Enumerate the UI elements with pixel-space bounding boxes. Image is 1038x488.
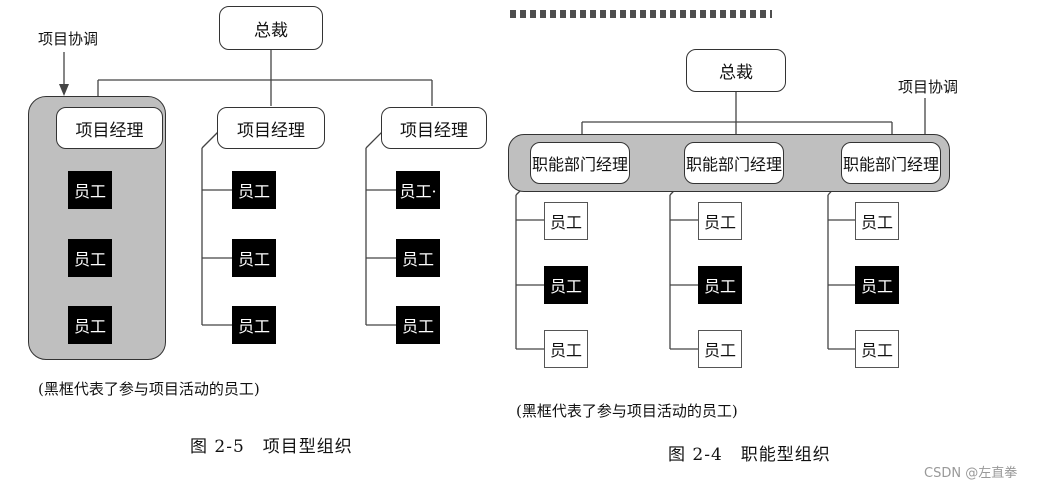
- functional-manager-box: 职能部门经理: [684, 142, 784, 184]
- project-manager-box: 项目经理: [217, 107, 325, 149]
- employee-box-active: 员工: [396, 239, 440, 277]
- legend-note: (黑框代表了参与项目活动的员工): [38, 380, 260, 398]
- employee-box-active: 员工: [396, 306, 440, 344]
- arrow-down-icon: [59, 84, 69, 96]
- employee-box-active: 员工: [855, 266, 899, 304]
- employee-box-active: 员工: [232, 306, 276, 344]
- project-manager-box: 项目经理: [56, 107, 163, 149]
- employee-box-active: 员工: [544, 266, 588, 304]
- figure-caption: 图 2-5 项目型组织: [190, 437, 353, 457]
- employee-box-active: 员工: [232, 239, 276, 277]
- functional-manager-box: 职能部门经理: [530, 142, 630, 184]
- employee-box-active: 员工·: [396, 171, 440, 209]
- functional-manager-label: 职能部门经理: [842, 155, 939, 174]
- functional-manager-label: 职能部门经理: [531, 155, 628, 174]
- coordination-label: 项目协调: [898, 78, 959, 96]
- project-manager-box: 项目经理: [381, 107, 487, 149]
- employee-box: 员工: [698, 202, 742, 240]
- employee-box: 员工: [855, 330, 899, 368]
- watermark: CSDN @左直拳: [924, 466, 1018, 481]
- employee-box: 员工: [698, 330, 742, 368]
- employee-box-active: 员工: [68, 306, 112, 344]
- employee-box: 员工: [544, 330, 588, 368]
- cropped-text-fragment: [510, 10, 772, 18]
- employee-box-active: 员工: [698, 266, 742, 304]
- ceo-box: 总裁: [686, 49, 786, 92]
- project-manager-label: 项目经理: [400, 120, 468, 141]
- employee-box: 员工: [855, 202, 899, 240]
- employee-box-active: 员工: [232, 171, 276, 209]
- ceo-label: 总裁: [254, 20, 288, 41]
- figure-caption: 图 2-4 职能型组织: [668, 445, 831, 465]
- project-manager-label: 项目经理: [75, 120, 144, 141]
- employee-box-active: 员工: [68, 239, 112, 277]
- ceo-label: 总裁: [719, 63, 753, 83]
- project-manager-label: 项目经理: [237, 120, 305, 141]
- functional-manager-box: 职能部门经理: [841, 142, 941, 184]
- employee-box: 员工: [544, 202, 588, 240]
- coordination-label: 项目协调: [38, 30, 99, 48]
- legend-note: (黑框代表了参与项目活动的员工): [516, 402, 738, 420]
- functional-manager-label: 职能部门经理: [685, 155, 782, 174]
- ceo-box: 总裁: [219, 6, 323, 50]
- employee-box-active: 员工: [68, 171, 112, 209]
